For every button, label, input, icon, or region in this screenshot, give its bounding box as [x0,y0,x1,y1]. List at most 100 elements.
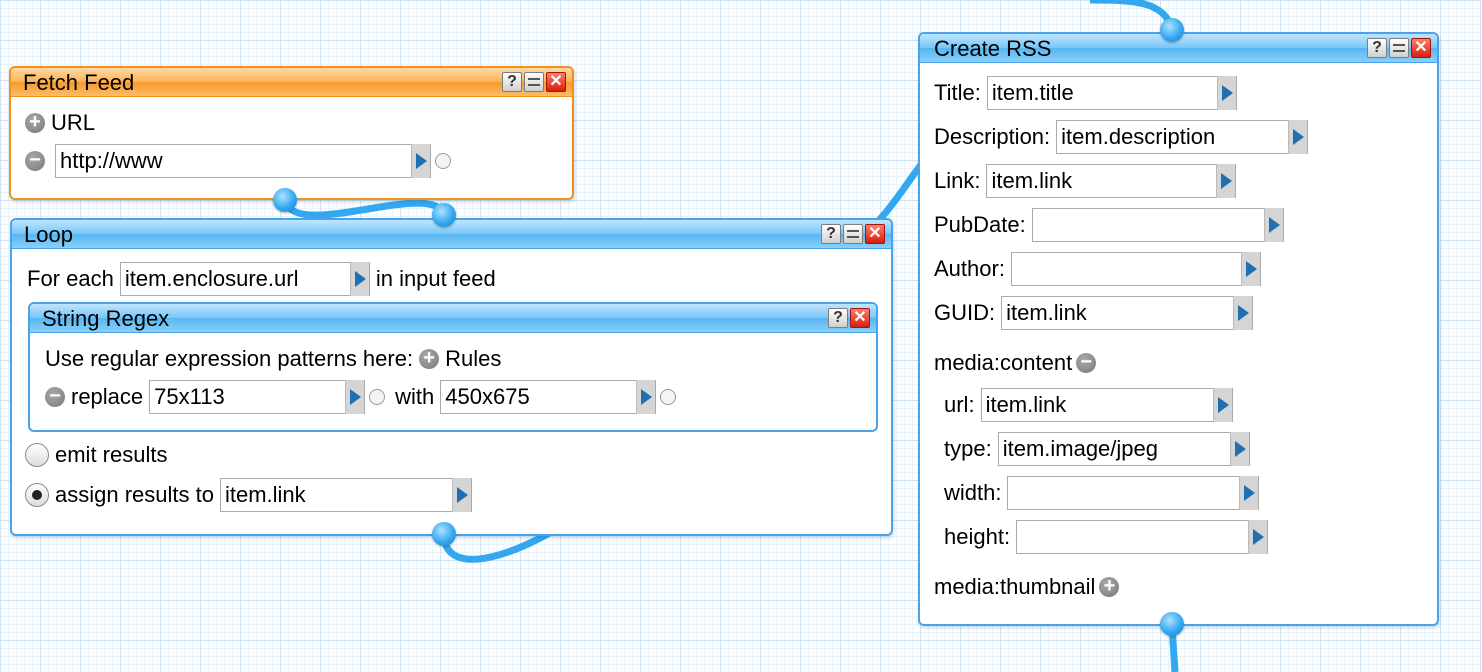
loop-titlebar[interactable]: Loop ? ✕ [12,220,891,249]
rss-author-field[interactable] [1010,252,1261,286]
url-input-arrow-icon[interactable] [411,144,430,178]
for-each-label: For each [27,266,114,291]
url-input[interactable]: http://www [55,144,431,178]
media-width-field[interactable] [1007,476,1260,510]
media-field-label: type: [944,436,992,461]
rss-pubdate-arrow-icon[interactable] [1263,208,1283,242]
loop-input-node[interactable] [432,203,456,227]
media-type-field[interactable]: item.image/jpeg [997,432,1250,466]
rss-field-label: PubDate: [934,212,1026,237]
fetch-feed-title: Fetch Feed [23,70,135,95]
media-url-arrow-icon[interactable] [1212,388,1232,422]
minimize-icon[interactable] [524,72,544,92]
url-input-value: http://www [60,148,163,173]
with-input[interactable]: 450x675 [440,380,657,414]
help-icon[interactable]: ? [502,72,522,92]
rss-link-arrow-icon[interactable] [1216,164,1236,198]
with-label: with [395,384,435,409]
close-icon[interactable]: ✕ [1411,38,1431,58]
rss-pubdate-field[interactable] [1031,208,1284,242]
minimize-icon[interactable] [1389,38,1409,58]
close-icon[interactable]: ✕ [865,224,885,244]
media-url-value: item.link [985,392,1067,417]
replace-arrow-icon[interactable] [345,380,365,414]
rss-description-value: item.description [1061,124,1216,149]
rss-link-value: item.link [991,168,1073,193]
replace-terminal[interactable] [369,389,386,405]
media-field-label: url: [944,392,975,417]
rules-label: Rules [445,346,502,371]
string-regex-module[interactable]: String Regex ? ✕ Use regular expression … [28,302,878,432]
help-icon[interactable]: ? [821,224,841,244]
create-rss-input-node[interactable] [1160,18,1184,42]
assign-results-label: assign results to [55,482,214,507]
rss-link-field[interactable]: item.link [986,164,1237,198]
assign-results-value: item.link [224,482,306,507]
close-icon[interactable]: ✕ [546,72,566,92]
media-url-field[interactable]: item.link [980,388,1233,422]
minimize-icon[interactable] [843,224,863,244]
remove-rule-icon[interactable]: − [45,386,65,407]
string-regex-titlebar[interactable]: String Regex ? ✕ [30,304,876,333]
help-icon[interactable]: ? [828,308,848,328]
media-height-field[interactable] [1016,520,1269,554]
add-url-icon[interactable]: + [25,112,45,133]
with-input-value: 450x675 [445,384,530,409]
rss-title-field[interactable]: item.title [986,76,1237,110]
create-rss-title: Create RSS [934,36,1052,61]
rss-guid-field[interactable]: item.link [1001,296,1254,330]
rss-title-arrow-icon[interactable] [1216,76,1236,110]
emit-results-label: emit results [55,442,168,467]
with-terminal[interactable] [660,389,677,405]
help-icon[interactable]: ? [1367,38,1387,58]
rss-field-label: Author: [934,256,1005,281]
rss-title-value: item.title [991,80,1074,105]
rss-guid-arrow-icon[interactable] [1233,296,1253,330]
with-arrow-icon[interactable] [636,380,656,414]
collapse-media-content-icon[interactable]: − [1076,352,1097,373]
loop-output-node[interactable] [432,522,456,546]
fetch-feed-output-node[interactable] [273,188,297,212]
in-input-feed-label: in input feed [375,266,496,291]
emit-results-radio[interactable] [25,443,49,467]
create-rss-module[interactable]: Create RSS ? ✕ Title: item.title Descrip… [918,32,1439,626]
regex-prompt: Use regular expression patterns here: [45,346,414,371]
for-each-field-value: item.enclosure.url [124,266,299,291]
media-field-label: width: [944,480,1002,505]
media-width-arrow-icon[interactable] [1239,476,1259,510]
assign-results-radio[interactable] [25,483,49,507]
rss-description-arrow-icon[interactable] [1288,120,1308,154]
rss-author-arrow-icon[interactable] [1240,252,1260,286]
rss-description-field[interactable]: item.description [1056,120,1309,154]
rss-field-label: Title: [934,80,981,105]
close-icon[interactable]: ✕ [850,308,870,328]
for-each-arrow-icon[interactable] [349,262,369,296]
remove-url-icon[interactable]: − [25,150,45,171]
url-terminal[interactable] [435,153,451,169]
fetch-feed-module[interactable]: Fetch Feed ? ✕ + URL − http://www [9,66,574,200]
media-field-label: height: [944,524,1011,549]
create-rss-output-node[interactable] [1160,612,1184,636]
assign-results-arrow-icon[interactable] [451,478,471,512]
media-type-value: item.image/jpeg [1002,436,1159,461]
string-regex-title: String Regex [42,306,170,331]
media-type-arrow-icon[interactable] [1229,432,1249,466]
media-height-arrow-icon[interactable] [1248,520,1268,554]
rss-field-label: GUID: [934,300,996,325]
assign-results-field[interactable]: item.link [219,478,472,512]
media-content-label: media:content [934,350,1073,375]
media-thumbnail-label: media:thumbnail [934,574,1096,599]
rss-guid-value: item.link [1006,300,1087,325]
replace-label: replace [71,384,144,409]
expand-media-thumbnail-icon[interactable]: + [1099,576,1120,597]
replace-input[interactable]: 75x113 [149,380,366,414]
add-rule-icon[interactable]: + [419,348,440,369]
for-each-field[interactable]: item.enclosure.url [119,262,370,296]
replace-input-value: 75x113 [154,384,225,409]
wire-fetch-to-loop [281,199,448,219]
url-label: URL [51,110,96,135]
loop-module[interactable]: Loop ? ✕ For each item.enclosure.url in … [10,218,893,536]
loop-title: Loop [24,222,73,247]
fetch-feed-titlebar[interactable]: Fetch Feed ? ✕ [11,68,572,97]
rss-field-label: Link: [934,168,981,193]
